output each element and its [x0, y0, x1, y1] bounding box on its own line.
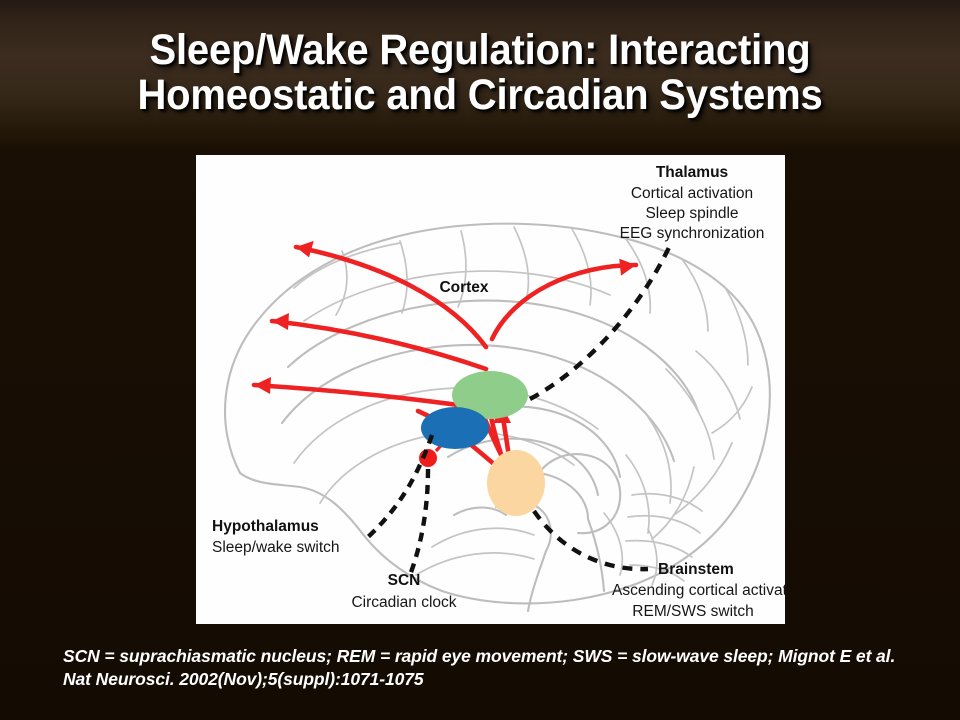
hypothalamus-function-1: Sleep/wake switch	[212, 539, 340, 556]
arrowhead	[619, 258, 636, 276]
caption-block: SCN = suprachiasmatic nucleus; REM = rap…	[63, 645, 923, 691]
thalamus-heading: Thalamus	[656, 164, 728, 181]
scn-heading: SCN	[388, 572, 421, 589]
page-title: Sleep/Wake Regulation: Interacting Homeo…	[0, 28, 960, 117]
thalamus-function-3: EEG synchronization	[620, 225, 765, 242]
cortex-label: Cortex	[439, 279, 488, 296]
caption-line-1: SCN = suprachiasmatic nucleus; REM = rap…	[63, 646, 719, 666]
arrowhead	[272, 313, 289, 330]
label-brainstem: Brainstem Ascending cortical activation …	[612, 561, 785, 620]
title-line-1: Sleep/Wake Regulation: Interacting	[149, 26, 811, 74]
arrowhead	[296, 240, 314, 258]
label-cortex: Cortex	[439, 279, 488, 296]
thalamus-marker	[452, 371, 528, 419]
label-thalamus: Thalamus Cortical activation Sleep spind…	[620, 164, 765, 242]
arrowhead	[254, 377, 271, 394]
caption-line-2: sleep; Mignot E et al. Nat Neurosci. 200…	[63, 646, 896, 690]
brainstem-function-1: Ascending cortical activation	[612, 582, 785, 599]
figure-panel: Cortex Thalamus Cortical activation Slee…	[196, 155, 785, 624]
brainstem-function-2: REM/SWS switch	[632, 603, 753, 620]
hypothalamus-heading: Hypothalamus	[212, 518, 319, 535]
thalamus-function-2: Sleep spindle	[645, 205, 738, 222]
brainstem-heading: Brainstem	[658, 561, 734, 578]
brain-sagittal-diagram: Cortex Thalamus Cortical activation Slee…	[212, 164, 785, 620]
scn-function-1: Circadian clock	[351, 594, 456, 611]
hypothalamus-marker	[421, 407, 489, 449]
brainstem-marker	[487, 450, 545, 516]
thalamus-function-1: Cortical activation	[631, 185, 753, 202]
title-line-2: Homeostatic and Circadian Systems	[137, 70, 823, 119]
label-hypothalamus: Hypothalamus Sleep/wake switch	[212, 518, 340, 556]
label-scn: SCN Circadian clock	[351, 572, 456, 611]
leader-lines	[366, 240, 675, 576]
